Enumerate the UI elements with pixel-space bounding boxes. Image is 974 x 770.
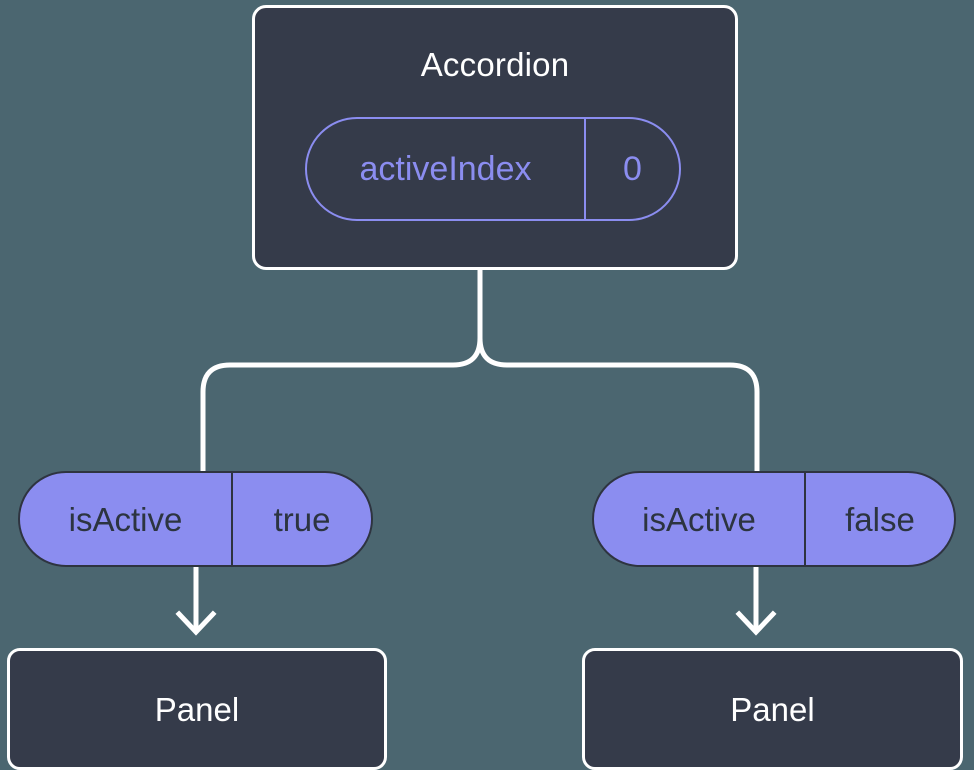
node-panel-left[interactable]: Panel bbox=[7, 648, 387, 770]
arrow-down-icon-left-head bbox=[175, 610, 217, 636]
prop-pill-value: false bbox=[845, 500, 915, 538]
node-panel-right[interactable]: Panel bbox=[582, 648, 963, 770]
arrow-down-icon-right-head bbox=[735, 610, 777, 636]
prop-pill-value: true bbox=[273, 500, 331, 538]
tree-fork-connector bbox=[200, 267, 483, 475]
prop-pill-is-active-true[interactable]: isActive true bbox=[18, 471, 373, 567]
state-pill-key: activeIndex bbox=[307, 119, 586, 219]
node-panel-left-title: Panel bbox=[154, 690, 240, 728]
prop-pill-key: isActive bbox=[594, 473, 806, 565]
state-pill-active-index[interactable]: activeIndex 0 bbox=[305, 117, 681, 221]
prop-pill-key: isActive bbox=[20, 473, 233, 565]
tree-fork-connector-right bbox=[477, 335, 760, 475]
prop-pill-is-active-false[interactable]: isActive false bbox=[592, 471, 956, 567]
node-accordion-title: Accordion bbox=[420, 46, 570, 83]
state-pill-value: 0 bbox=[623, 150, 642, 188]
node-panel-right-title: Panel bbox=[730, 690, 815, 728]
